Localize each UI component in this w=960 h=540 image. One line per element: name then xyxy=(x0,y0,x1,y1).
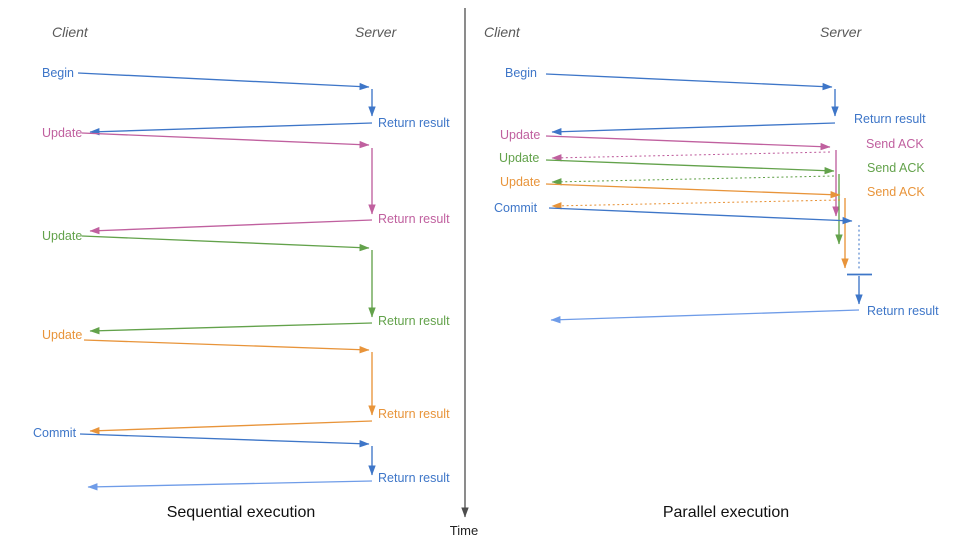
par-update3-label: Update xyxy=(500,175,540,189)
par-server-header: Server xyxy=(820,24,863,40)
seq-client-header: Client xyxy=(52,24,89,40)
seq-update1-request-arrow xyxy=(81,132,370,149)
par-update1-label: Update xyxy=(500,128,540,142)
seq-update1-return-arrow xyxy=(89,219,373,235)
par-update3-ack-label: Send ACK xyxy=(867,185,925,199)
par-update3-request-arrow xyxy=(545,183,841,199)
par-begin-request-arrow xyxy=(545,73,833,91)
seq-update3-request-arrow xyxy=(83,339,370,354)
par-commit-label: Commit xyxy=(494,201,538,215)
seq-update2-return-arrow xyxy=(89,322,373,335)
sequential-panel: Client Server Begin Return result Update… xyxy=(33,24,450,521)
time-axis: Time xyxy=(450,8,478,538)
par-begin-response-label: Return result xyxy=(854,112,926,126)
par-update1-request-arrow xyxy=(545,135,831,151)
par-commit-return-arrow xyxy=(550,309,860,324)
seq-update3-return-arrow xyxy=(89,420,373,435)
par-update2-ack-arrow xyxy=(551,175,835,186)
seq-update3-response-label: Return result xyxy=(378,407,450,421)
seq-commit-request-arrow xyxy=(79,433,370,448)
par-update1-ack-label: Send ACK xyxy=(866,137,924,151)
par-commit-response-label: Return result xyxy=(867,304,939,318)
seq-update3-label: Update xyxy=(42,328,82,342)
seq-begin-return-arrow xyxy=(89,122,373,136)
time-axis-label: Time xyxy=(450,523,478,538)
par-update2-ack-label: Send ACK xyxy=(867,161,925,175)
par-update2-request-arrow xyxy=(545,159,835,175)
par-commit-request-arrow xyxy=(548,207,853,225)
seq-panel-title: Sequential execution xyxy=(167,504,316,521)
seq-update1-response-label: Return result xyxy=(378,212,450,226)
seq-update2-request-arrow xyxy=(81,235,370,252)
par-update3-ack-arrow xyxy=(551,199,841,210)
parallel-panel: Client Server Begin Return result Update… xyxy=(484,24,939,521)
seq-update2-label: Update xyxy=(42,229,82,243)
seq-update1-label: Update xyxy=(42,126,82,140)
seq-begin-label: Begin xyxy=(42,66,74,80)
seq-begin-response-label: Return result xyxy=(378,116,450,130)
seq-begin-request-arrow xyxy=(77,72,370,91)
par-update2-label: Update xyxy=(499,151,539,165)
par-begin-label: Begin xyxy=(505,66,537,80)
seq-commit-return-arrow xyxy=(87,480,373,491)
seq-commit-response-label: Return result xyxy=(378,471,450,485)
seq-server-header: Server xyxy=(355,24,398,40)
seq-commit-label: Commit xyxy=(33,426,77,440)
seq-update2-response-label: Return result xyxy=(378,314,450,328)
par-client-header: Client xyxy=(484,24,521,40)
par-panel-title: Parallel execution xyxy=(663,504,789,521)
par-update1-ack-arrow xyxy=(551,151,831,162)
par-begin-return-arrow xyxy=(551,122,836,136)
